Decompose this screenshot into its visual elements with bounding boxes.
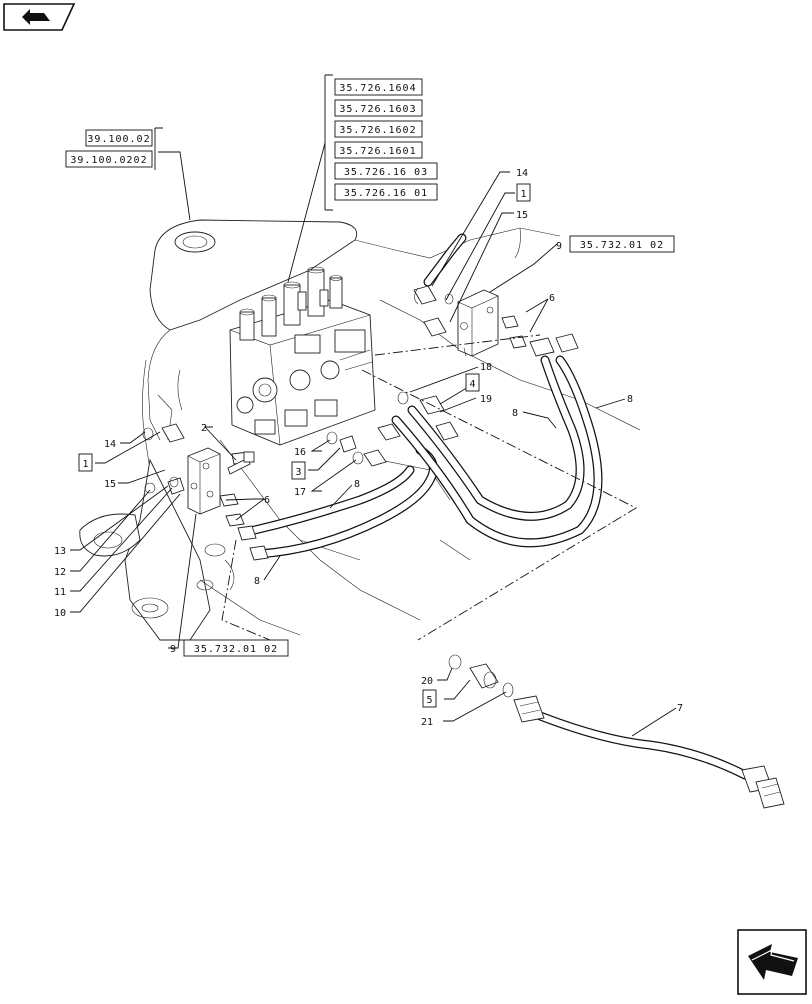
callout-14-upper: 14 bbox=[516, 168, 528, 179]
ref-box-35-726-1604[interactable]: 35.726.1604 bbox=[334, 78, 423, 96]
boxed-callout-4[interactable]: 4 bbox=[465, 373, 480, 392]
callout-10: 10 bbox=[54, 608, 66, 619]
svg-text:4: 4 bbox=[469, 379, 475, 390]
svg-text:3: 3 bbox=[295, 467, 301, 478]
callout-11: 11 bbox=[54, 587, 66, 598]
boxed-callout-1-upper[interactable]: 1 bbox=[516, 183, 531, 202]
ref-box-35-726-1601[interactable]: 35.726.1601 bbox=[334, 141, 423, 159]
small-parts bbox=[169, 391, 409, 488]
ref-box-35-726-16-01[interactable]: 35.726.16 01 bbox=[334, 183, 438, 201]
ref-box-35-726-16-03[interactable]: 35.726.16 03 bbox=[334, 162, 438, 180]
ref-label: 35.726.1602 bbox=[339, 125, 416, 136]
control-valve-assembly bbox=[229, 266, 376, 446]
svg-text:1: 1 bbox=[520, 189, 526, 200]
callout-2: 2 bbox=[201, 423, 207, 434]
svg-text:1: 1 bbox=[82, 459, 88, 470]
callout-numbers: 14 15 9 6 18 19 8 8 2 14 15 16 17 8 6 13… bbox=[54, 168, 683, 728]
callout-18: 18 bbox=[480, 362, 492, 373]
svg-text:5: 5 bbox=[426, 695, 432, 706]
callout-14-lower: 14 bbox=[104, 439, 116, 450]
callout-17: 17 bbox=[294, 487, 306, 498]
ref-label: 35.732.01 02 bbox=[580, 240, 664, 251]
ref-label: 35.732.01 02 bbox=[194, 644, 278, 655]
boxed-callout-1-lower[interactable]: 1 bbox=[78, 453, 93, 472]
callout-21: 21 bbox=[421, 717, 433, 728]
callout-6-upper: 6 bbox=[549, 293, 555, 304]
ref-label: 39.100.02 bbox=[87, 134, 150, 145]
callout-15-upper: 15 bbox=[516, 210, 528, 221]
callout-16: 16 bbox=[294, 447, 306, 458]
callout-12: 12 bbox=[54, 567, 66, 578]
callout-9-lower: 9 bbox=[170, 644, 176, 655]
callout-8-mid: 8 bbox=[512, 408, 518, 419]
boxed-callout-5[interactable]: 5 bbox=[422, 689, 437, 708]
ref-label: 39.100.0202 bbox=[70, 155, 147, 166]
ref-box-35-726-1602[interactable]: 35.726.1602 bbox=[334, 120, 423, 138]
callout-7: 7 bbox=[677, 703, 683, 714]
boxed-callout-3[interactable]: 3 bbox=[291, 461, 306, 480]
ref-box-39-100-02[interactable]: 39.100.02 bbox=[85, 129, 153, 147]
back-arrow-icon[interactable] bbox=[3, 3, 76, 31]
ref-label: 35.726.16 01 bbox=[344, 188, 428, 199]
callout-20: 20 bbox=[421, 676, 433, 687]
callout-leaders bbox=[70, 171, 677, 737]
callout-8-lower: 8 bbox=[254, 576, 260, 587]
hose-item-7 bbox=[448, 654, 785, 809]
callout-13: 13 bbox=[54, 546, 66, 557]
diverter-valve-upper bbox=[457, 289, 499, 357]
ref-box-35-726-1603[interactable]: 35.726.1603 bbox=[334, 99, 423, 117]
ref-label: 35.726.1603 bbox=[339, 104, 416, 115]
ref-box-39-100-0202[interactable]: 39.100.0202 bbox=[65, 150, 153, 168]
ref-box-35-732-01-02-upper[interactable]: 35.732.01 02 bbox=[569, 235, 675, 253]
hose-pair-lower bbox=[237, 423, 438, 561]
callout-8-lower-mid: 8 bbox=[354, 479, 360, 490]
next-page-arrow-icon[interactable] bbox=[737, 929, 807, 995]
callout-8-right: 8 bbox=[627, 394, 633, 405]
callout-6-lower: 6 bbox=[264, 495, 270, 506]
ref-label: 35.726.16 03 bbox=[344, 167, 428, 178]
ref-box-35-732-01-02-lower[interactable]: 35.732.01 02 bbox=[183, 639, 289, 657]
hose-pair-upper bbox=[391, 355, 603, 548]
ref-label: 35.726.1604 bbox=[339, 83, 416, 94]
callout-9-upper: 9 bbox=[556, 241, 562, 252]
callout-19: 19 bbox=[480, 394, 492, 405]
ref-label: 35.726.1601 bbox=[339, 146, 416, 157]
callout-15-lower: 15 bbox=[104, 479, 116, 490]
